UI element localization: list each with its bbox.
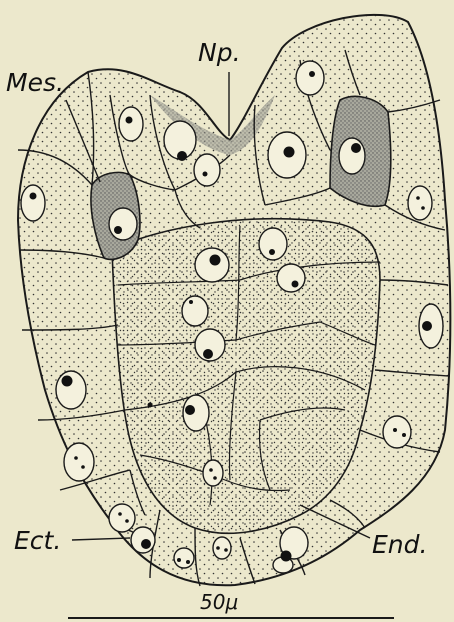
nucleus (339, 138, 365, 174)
nucleus (64, 443, 94, 481)
label-neural-plate: Np. (198, 40, 241, 65)
label-ectoderm: Ect. (14, 528, 61, 553)
nucleus (194, 154, 220, 186)
nucleus (195, 248, 229, 282)
nucleus (21, 185, 45, 221)
nucleus (277, 264, 305, 292)
ect-leader-line (72, 538, 130, 540)
nucleus (259, 228, 287, 260)
label-endoderm: End. (372, 532, 427, 557)
scale-bar-label: 50μ (200, 592, 238, 612)
nucleus (182, 296, 208, 326)
nucleus (109, 504, 135, 532)
nucleus (174, 548, 194, 568)
nucleus (408, 186, 432, 220)
nucleus (203, 460, 223, 486)
nucleus (119, 107, 143, 141)
nucleus (109, 208, 137, 240)
nucleus (56, 371, 86, 409)
nucleus (213, 537, 231, 559)
label-mesoderm: Mes. (6, 70, 64, 95)
nucleus (383, 416, 411, 448)
nucleus (296, 61, 324, 95)
